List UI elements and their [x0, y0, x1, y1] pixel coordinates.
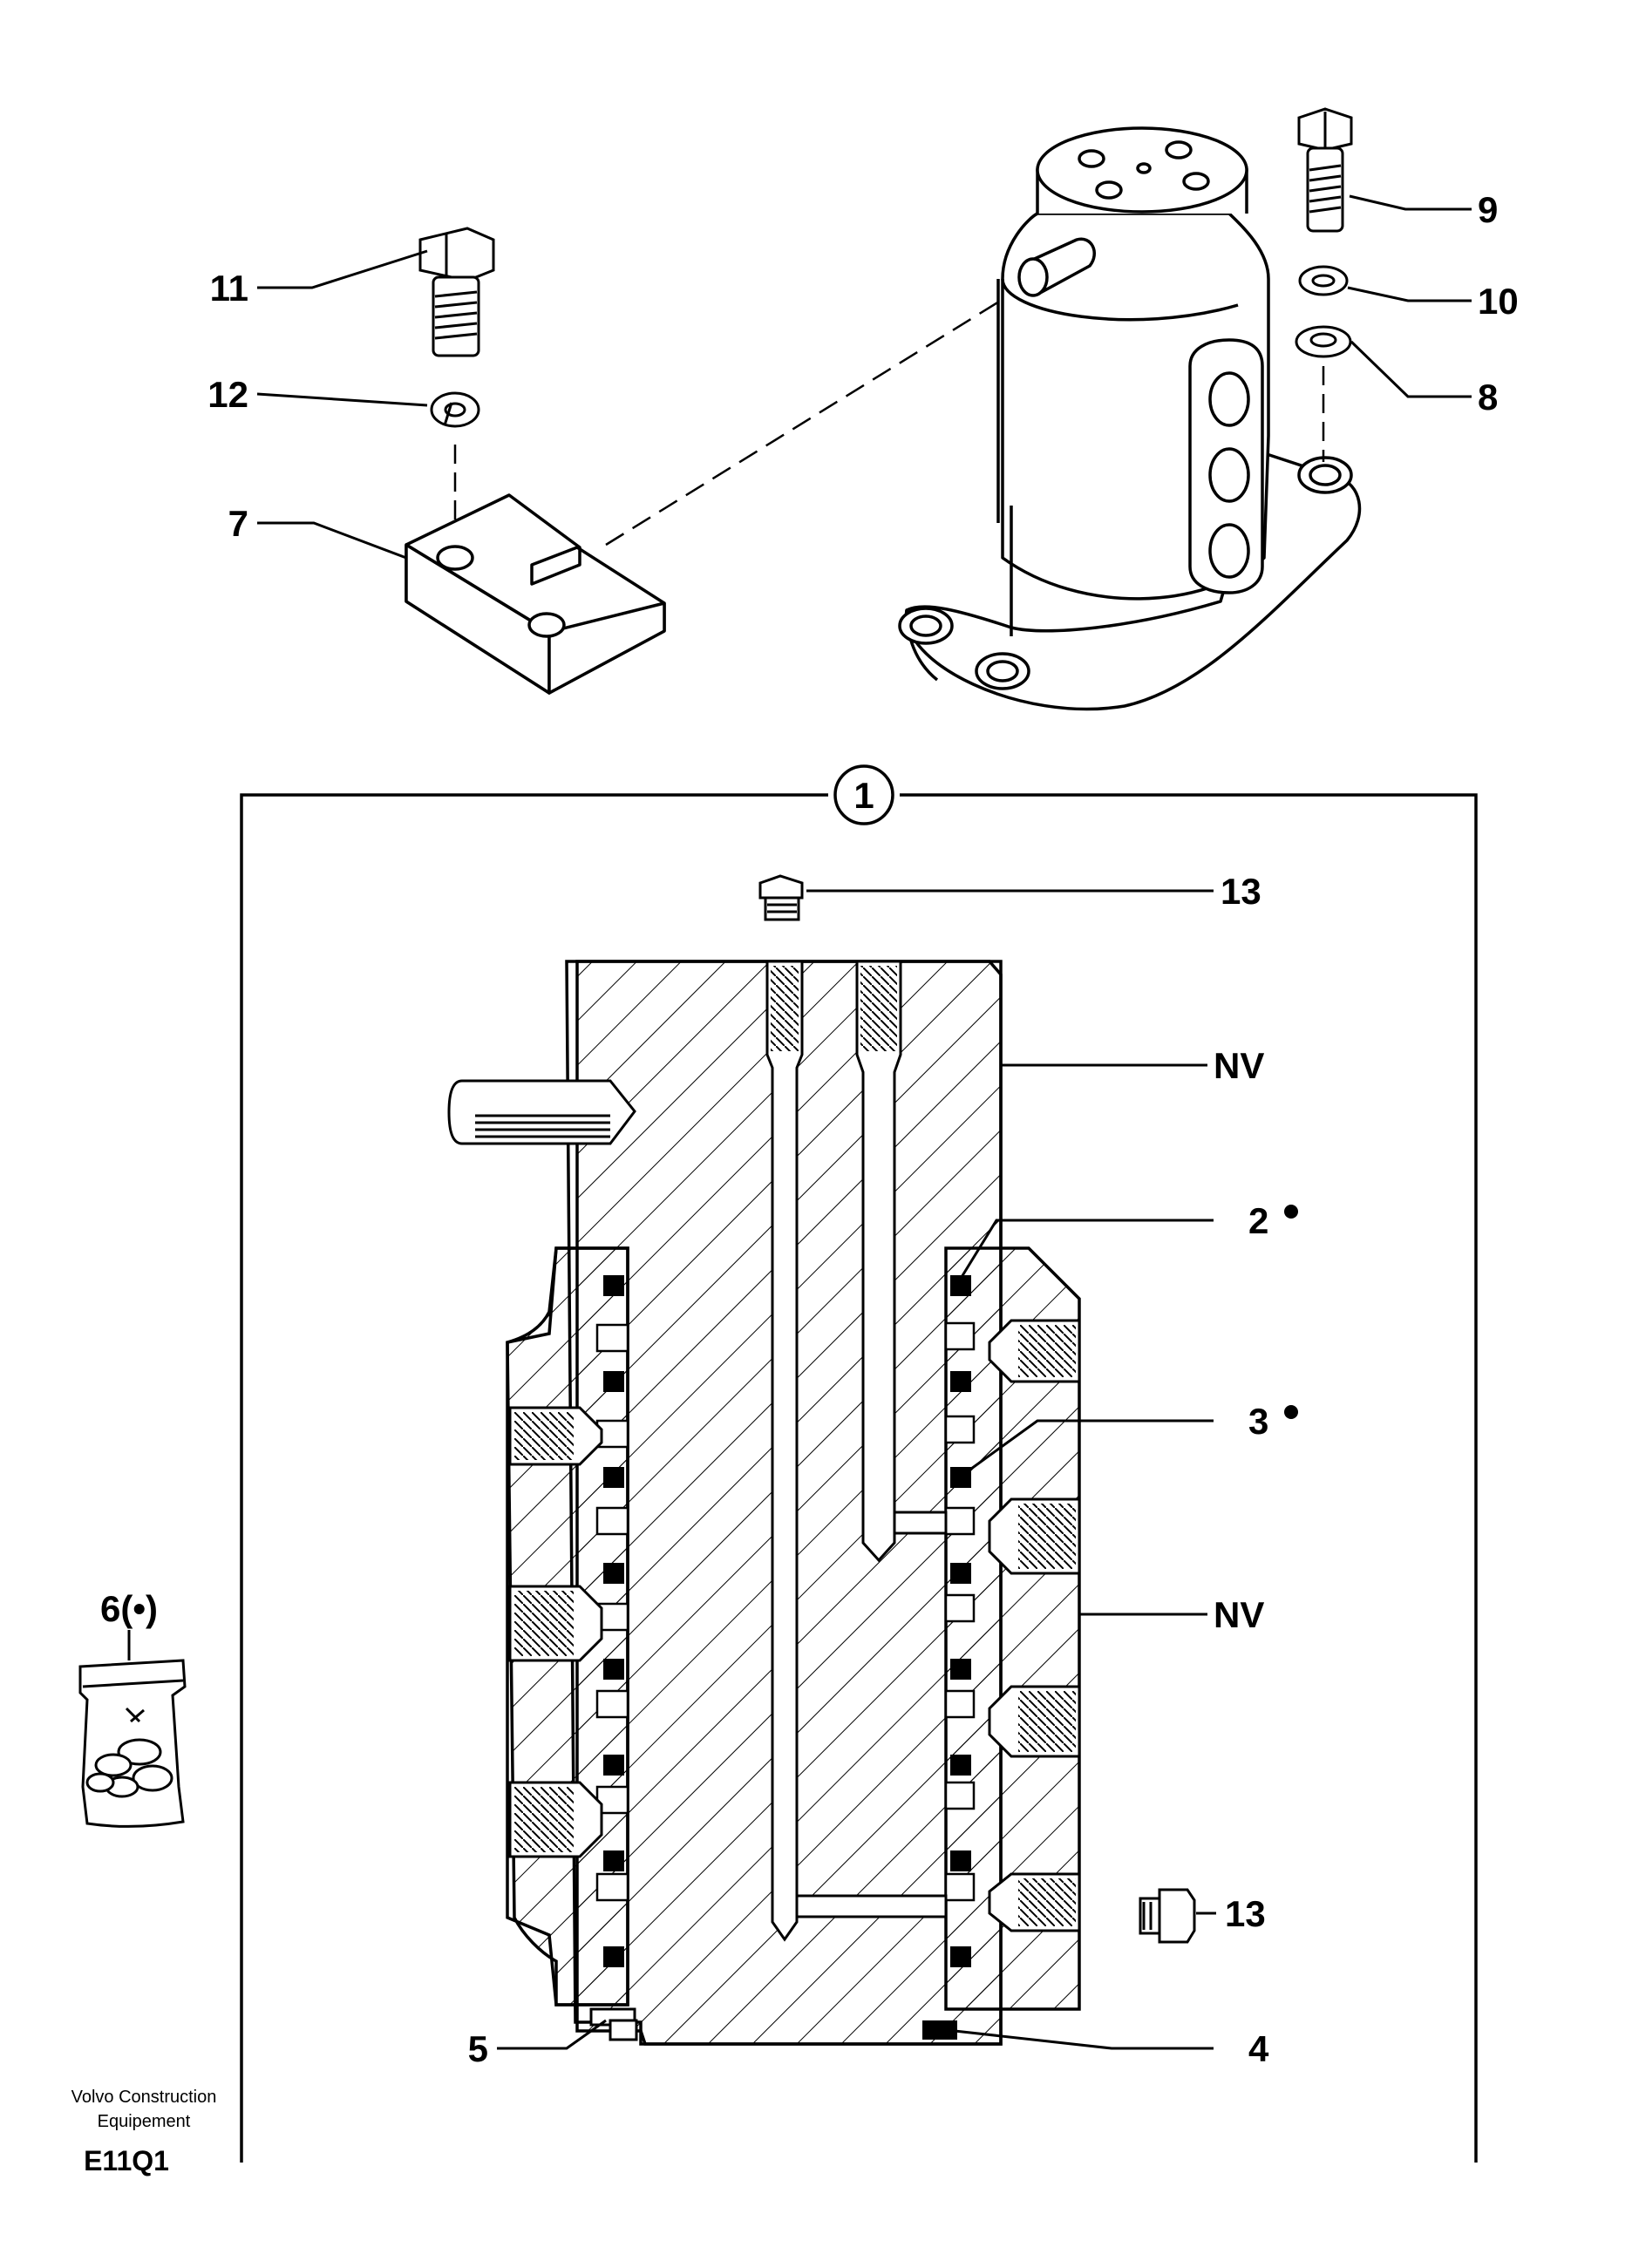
bolt-11-part [418, 227, 495, 357]
section-leader-lines [497, 889, 1216, 2050]
bullet-3-marker [1284, 1405, 1298, 1419]
swivel-joint-body-part [898, 126, 1362, 711]
callout-4: 4 [1248, 2028, 1269, 2069]
seal-rings [603, 1275, 971, 1967]
callout-nv-top: NV [1214, 1045, 1264, 1086]
callout-6: 6(•) [100, 1588, 158, 1629]
callout-1: 1 [853, 775, 874, 816]
bullet-2-marker [1284, 1205, 1298, 1219]
callout-10: 10 [1478, 281, 1519, 322]
footer-brand-line2: Equipement [98, 2112, 191, 2131]
callout-13-top: 13 [1221, 871, 1261, 912]
plug-13-top-part [758, 874, 804, 921]
lock-washer-12-part [430, 391, 480, 428]
ports-right [988, 1319, 1081, 1932]
ring-5-part [589, 2007, 638, 2041]
oil-passages [765, 960, 948, 1942]
bolt-9-part [1297, 107, 1353, 233]
ports-left [508, 1406, 603, 1858]
washer-8-part [1295, 325, 1352, 358]
callout-3: 3 [1248, 1401, 1268, 1442]
pin-alignment-line [605, 282, 1030, 547]
callout-2: 2 [1248, 1200, 1268, 1241]
callout-5: 5 [468, 2028, 488, 2069]
figure-code: E11Q1 [84, 2145, 169, 2176]
assembly-frame [240, 764, 1478, 2163]
seal-kit-bag-6 [78, 1659, 187, 1828]
callout-7: 7 [228, 503, 248, 544]
callout-8: 8 [1478, 377, 1498, 418]
footer-brand-line1: Volvo Construction [71, 2088, 217, 2107]
callout-9: 9 [1478, 189, 1498, 230]
top-leader-lines [256, 194, 1472, 560]
callout-nv-bottom: NV [1214, 1594, 1264, 1635]
callout-11: 11 [210, 268, 248, 309]
anti-rotation-pin [447, 1079, 636, 1145]
callout-13-right: 13 [1225, 1893, 1266, 1934]
plug-13-right-part [1139, 1888, 1196, 1944]
callout-12: 12 [207, 374, 248, 415]
lock-plate-7-part [405, 493, 666, 695]
lock-washer-10-part [1298, 265, 1349, 296]
seal-4-part [922, 2020, 957, 2040]
